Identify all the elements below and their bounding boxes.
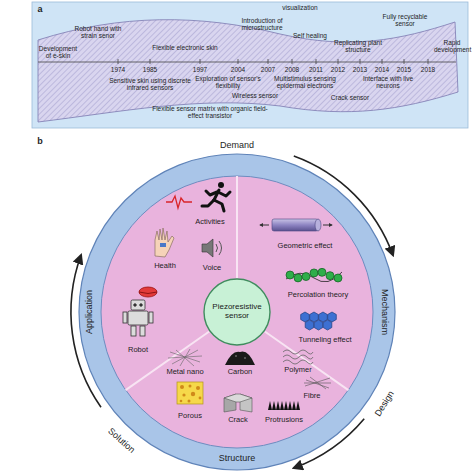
- timeline-ticks: [118, 59, 428, 64]
- timeline-year: 2011: [309, 66, 323, 73]
- icon-label: Protrusions: [265, 416, 303, 424]
- timeline-year: 1974: [111, 66, 125, 73]
- timeline-event: Interface with live neurons: [358, 75, 418, 89]
- icon-label: Activities: [195, 218, 225, 226]
- icon-label: Polymer: [284, 366, 312, 374]
- timeline-event: Flexible electronic skin: [152, 44, 217, 51]
- porous-sponge: [177, 382, 203, 404]
- metal-nano-wires: [168, 349, 202, 366]
- hand-icon: [155, 228, 174, 257]
- sponge-pores: [180, 385, 202, 403]
- crack-blocks: [224, 394, 252, 412]
- timeline-year: 2004: [231, 66, 245, 73]
- icon-label: Tunneling effect: [299, 336, 352, 344]
- panel-ground: [32, 2, 468, 128]
- icon-label: Metal nano: [166, 368, 203, 376]
- panel-letter: a: [37, 5, 42, 15]
- timeline-event: Multistimulus sensing epidermal electron…: [265, 75, 345, 89]
- timeline-event: Rapid development: [434, 39, 470, 53]
- icon-label: Health: [154, 262, 176, 270]
- timeline-axis: [38, 62, 456, 63]
- tunneling-hexagons: [301, 312, 337, 330]
- icon-label: Crack: [228, 416, 248, 424]
- ring-label: Application: [85, 290, 95, 334]
- node-text: Piezoresistive sensor: [208, 303, 266, 321]
- timeline-event: visualization: [282, 4, 317, 11]
- ring-label: Mechanism: [379, 289, 389, 335]
- timeline-year: 2013: [353, 66, 367, 73]
- lips-icon: [139, 287, 157, 297]
- percolation-chain: [286, 268, 342, 282]
- robot-icon: [123, 300, 153, 336]
- timeline-event: Crack sensor: [331, 94, 369, 101]
- sector-dividers: [126, 176, 349, 390]
- ring-label: Structure: [219, 454, 256, 464]
- cylinder-icon: [260, 219, 332, 231]
- speaker-icon: [202, 239, 222, 257]
- fibre-strands: [304, 377, 331, 389]
- timeline-year: 2015: [397, 66, 411, 73]
- timeline-event: Exploration of sensor's flexibility: [195, 75, 261, 89]
- icon-label: Robot: [128, 346, 148, 354]
- cycle-arrows: [71, 156, 393, 468]
- flexible-sheet: [38, 20, 458, 122]
- cycle-label: Demand: [220, 141, 254, 151]
- timeline-event: Fully recyclable sensor: [377, 13, 433, 27]
- icon-label: Porous: [178, 412, 202, 420]
- icon-label: Geometric effect: [278, 242, 333, 250]
- runner-icon: [202, 182, 230, 211]
- timeline-year: 1997: [193, 66, 207, 73]
- timeline-event: Self healing: [293, 32, 327, 39]
- timeline-event: Development of e-skin: [36, 45, 80, 59]
- polymer-chains: [283, 350, 313, 364]
- timeline-event: Replicating plant structure: [330, 39, 386, 53]
- cycle-label: Solution: [105, 427, 136, 456]
- icon-label: Carbon: [228, 368, 253, 376]
- inner-disc: [101, 176, 373, 448]
- cycle-label: Design: [373, 390, 396, 419]
- circle-shape: [204, 279, 270, 345]
- icon-label: Fibre: [303, 392, 320, 400]
- outer-ring: [79, 154, 395, 470]
- timeline-year: 2007: [261, 66, 275, 73]
- timeline-year: 1985: [143, 66, 157, 73]
- timeline-event: Sensitive skin using discrete infrared s…: [108, 77, 192, 91]
- timeline-year: 2018: [421, 66, 435, 73]
- timeline-year: 2014: [375, 66, 389, 73]
- timeline-event: Wireless sensor: [232, 92, 278, 99]
- skin-sensor-patch: [160, 243, 166, 247]
- carbon-pile: [225, 352, 255, 365]
- timeline-year: 2012: [331, 66, 345, 73]
- timeline-year: 2008: [285, 66, 299, 73]
- panel-letter: b: [37, 137, 43, 147]
- timeline-event: Flexible sensor matrix with organic fiel…: [150, 105, 270, 119]
- icon-label: Voice: [203, 264, 221, 272]
- timeline-event: Introduction of microstructure: [227, 17, 297, 31]
- timeline-event: Robot hand with strain senor: [70, 25, 126, 39]
- center-circle: Piezoresistive sensor: [203, 278, 271, 346]
- icon-label: Percolation theory: [288, 291, 348, 299]
- heartbeat-icon: [166, 196, 192, 208]
- protrusion-spikes: [268, 401, 300, 410]
